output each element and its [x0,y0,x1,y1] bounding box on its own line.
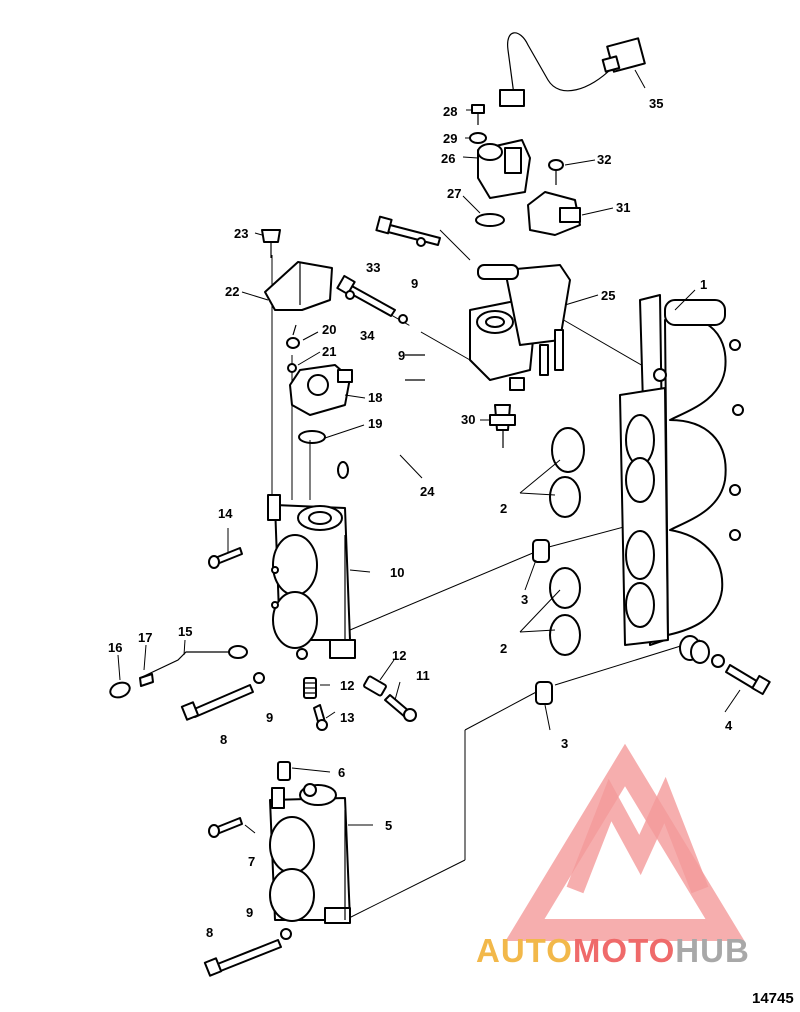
callout-10: 10 [390,565,404,580]
callout-20: 20 [322,322,336,337]
vacuum-hose [337,257,465,479]
callout-7: 7 [248,854,255,869]
gasket-ring [549,476,581,518]
callout-13: 13 [340,710,354,725]
callout-14: 14 [218,506,233,521]
callout-3: 3 [561,736,568,751]
linkage-rod [109,645,248,699]
callout-12: 12 [340,678,354,693]
gasket-rings [549,427,585,656]
iac-valve-26 [475,139,531,227]
watermark-text: AUTOMOTOHUB [476,932,750,969]
callout-16: 16 [108,640,122,655]
watermark-part3: HUB [675,932,750,969]
callout-22: 22 [225,284,239,299]
leader-lines [117,69,741,834]
callout-15: 15 [178,624,192,639]
bracket-22 [264,261,333,311]
watermark-part1: AUTO [476,932,573,969]
callout-24: 24 [420,484,435,499]
air-control-valve-assembly [469,264,571,391]
callout-23: 23 [234,226,248,241]
gasket-ring [549,567,581,609]
diagram-number: 14745 [752,990,794,1007]
callout-30: 30 [461,412,475,427]
callout-4: 4 [725,718,733,733]
callout-9: 9 [266,710,273,725]
callout-8: 8 [206,925,213,940]
callout-32: 32 [597,152,611,167]
bolt-4-assembly [679,635,771,696]
upper-throttle-body [267,494,356,659]
callout-19: 19 [368,416,382,431]
springs-washers [253,132,487,940]
gasket-ring [549,614,581,656]
callout-17: 17 [138,630,152,645]
watermark-m-icon [566,776,709,894]
callout-26: 26 [441,151,455,166]
callout-11: 11 [416,668,430,683]
callout-6: 6 [338,765,345,780]
dowel-pin [535,681,553,705]
callout-9: 9 [246,905,253,920]
callout-5: 5 [385,818,392,833]
dowel-pin [532,539,550,563]
callout-9: 9 [411,276,418,291]
callout-29: 29 [443,131,457,146]
throttle-position-sensor [289,364,353,444]
lower-throttle-body [269,783,351,924]
gasket-ring [551,427,585,473]
callout-12: 12 [392,648,406,663]
callout-25: 25 [601,288,615,303]
callout-35: 35 [649,96,663,111]
callout-31: 31 [616,200,630,215]
callout-3: 3 [521,592,528,607]
bolts [180,104,564,977]
wire-harness-connector [499,32,646,107]
callout-34: 34 [360,328,375,343]
watermark-part2: MOTO [573,932,675,969]
callout-21: 21 [322,344,336,359]
callout-labels: 1 2 2 3 3 4 5 6 7 8 8 9 9 9 9 10 11 12 1… [108,96,733,940]
callout-28: 28 [443,104,457,119]
callout-2: 2 [500,501,507,516]
callout-33: 33 [366,260,380,275]
intake-manifold [619,294,744,646]
callout-1: 1 [700,277,707,292]
callout-18: 18 [368,390,382,405]
callout-2: 2 [500,641,507,656]
map-sensor-31 [527,191,581,236]
watermark-triangle-icon [505,743,745,941]
callout-27: 27 [447,186,461,201]
watermark-logo: AUTOMOTOHUB [476,743,750,969]
callout-9: 9 [398,348,405,363]
callout-8: 8 [220,732,227,747]
